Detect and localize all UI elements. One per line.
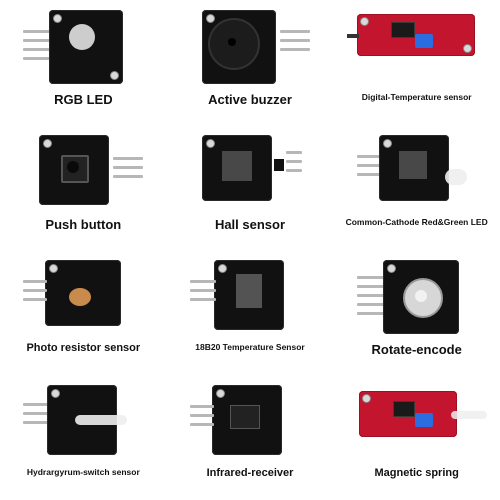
module-active-buzzer: Active buzzer (167, 0, 334, 125)
module-label: Hydrargyrum-switch sensor (26, 467, 140, 477)
module-label: Active buzzer (208, 92, 292, 107)
module-photo-resistor-sensor: Photo resistor sensor (0, 250, 167, 375)
module-label: 18B20 Temperature Sensor (195, 342, 305, 352)
module-hall-sensor: Hall sensor (167, 125, 334, 250)
photo-resistor-board-image (23, 256, 143, 338)
module-label: Digital-Temperature sensor (361, 92, 472, 102)
module-label: Push button (45, 217, 122, 232)
module-label: Common-Cathode Red&Green LED (345, 217, 488, 227)
active-buzzer-board-image (190, 6, 310, 88)
module-digital-temperature-sensor: Digital-Temperature sensor (333, 0, 500, 125)
module-18b20-temperature-sensor: 18B20 Temperature Sensor (167, 250, 334, 375)
module-label: Hall sensor (214, 217, 286, 232)
infrared-receiver-board-image (189, 381, 310, 463)
mercury-switch-board-image (23, 381, 143, 463)
reed-switch-board-image (347, 381, 487, 463)
module-push-button: Push button (0, 125, 167, 250)
hall-sensor-board-image (190, 131, 310, 213)
digital-temperature-board-image (346, 6, 487, 88)
module-rotate-encode: Rotate-encode (333, 250, 500, 375)
common-cathode-led-board-image (356, 131, 477, 213)
module-rgb-led: RGB LED (0, 0, 167, 125)
ds18b20-board-image (189, 256, 310, 338)
rotary-encoder-board-image (356, 256, 477, 338)
module-label: Infrared-receiver (206, 467, 294, 479)
push-button-board-image (23, 131, 144, 213)
module-magnetic-spring: Magnetic spring (333, 375, 500, 500)
module-label: Photo resistor sensor (26, 342, 141, 354)
module-label: Magnetic spring (374, 467, 459, 479)
module-common-cathode-led: Common-Cathode Red&Green LED (333, 125, 500, 250)
module-hydrargyrum-switch-sensor: Hydrargyrum-switch sensor (0, 375, 167, 500)
rgb-led-board-image (23, 6, 143, 88)
module-infrared-receiver: Infrared-receiver (167, 375, 334, 500)
module-label: Rotate-encode (371, 342, 462, 357)
module-label: RGB LED (54, 92, 113, 107)
